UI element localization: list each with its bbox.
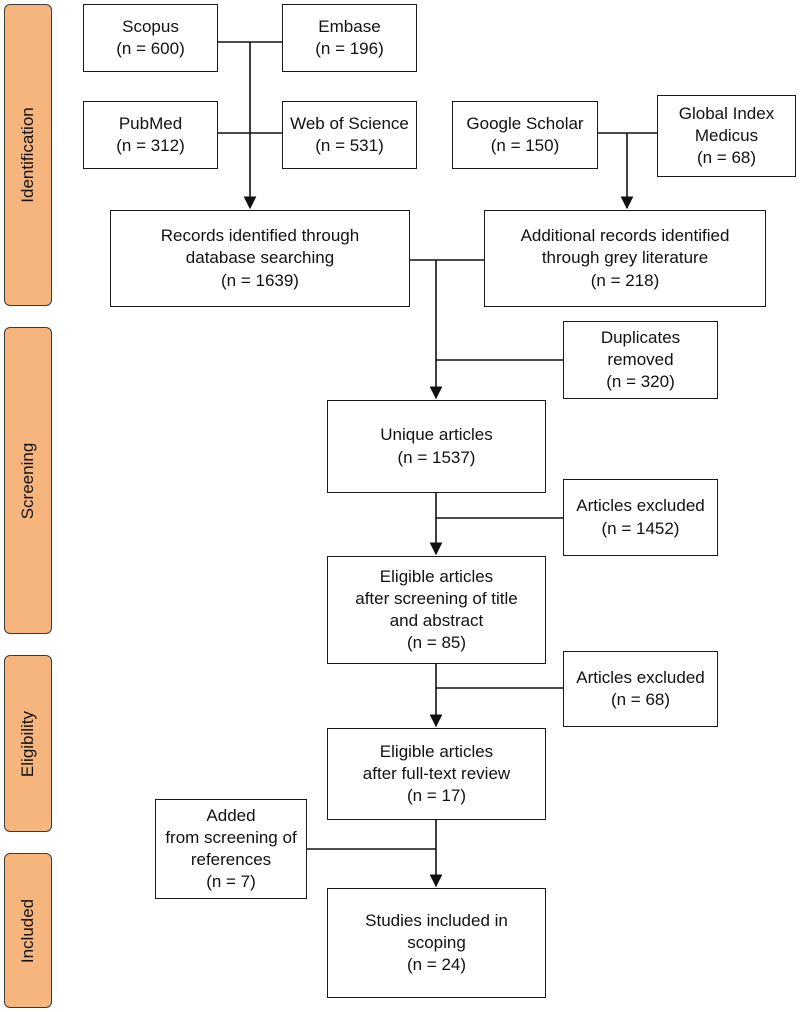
eligible-screening-box: Eligible articles after screening of tit… <box>327 556 546 664</box>
excluded-2-box: Articles excluded (n = 68) <box>563 651 718 727</box>
google-scholar-box: Google Scholar (n = 150) <box>452 101 598 169</box>
embase-box: Embase (n = 196) <box>282 4 417 72</box>
added-references-box: Added from screening of references (n = … <box>155 799 307 899</box>
scopus-box: Scopus (n = 600) <box>83 4 218 72</box>
duplicates-removed-box: Duplicates removed (n = 320) <box>563 321 718 399</box>
phase-included: Included <box>4 853 52 1008</box>
records-grey-box: Additional records identified through gr… <box>484 210 766 307</box>
excluded-1-box: Articles excluded (n = 1452) <box>563 479 718 556</box>
web-of-science-box: Web of Science (n = 531) <box>282 101 417 169</box>
pubmed-box: PubMed (n = 312) <box>83 101 218 169</box>
global-index-medicus-box: Global Index Medicus (n = 68) <box>657 95 796 177</box>
unique-articles-box: Unique articles (n = 1537) <box>327 400 546 493</box>
eligible-fulltext-box: Eligible articles after full-text review… <box>327 728 546 820</box>
phase-screening: Screening <box>4 327 52 634</box>
studies-included-box: Studies included in scoping (n = 24) <box>327 888 546 998</box>
phase-identification: Identification <box>4 4 52 306</box>
phase-eligibility: Eligibility <box>4 655 52 832</box>
records-database-box: Records identified through database sear… <box>110 210 410 307</box>
